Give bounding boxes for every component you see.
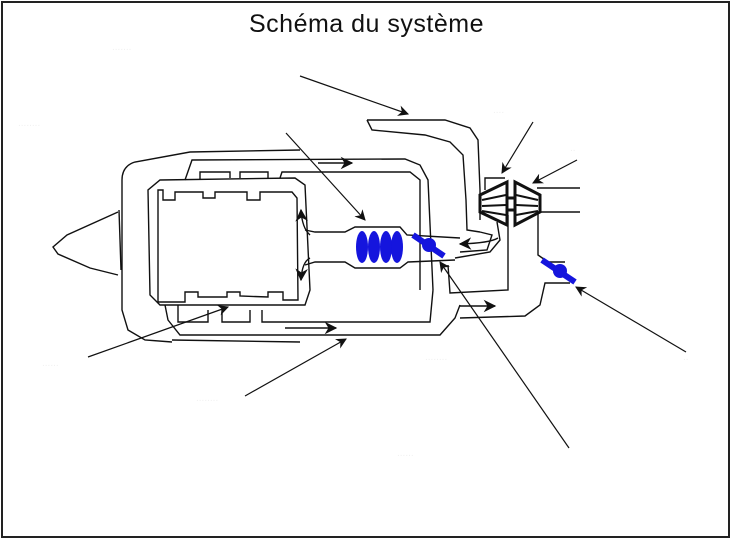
label-left-upper: ........ [18,118,41,129]
exhaust-outlet-upper [537,212,565,263]
top-channel [184,158,434,291]
flow-arrow-up [295,208,311,236]
upper-intake-pipe [366,119,481,233]
callout-turbo-top [501,121,534,174]
turbocharger-icon [478,179,542,228]
throttle-valve-2-icon [540,257,577,285]
casing-bottom [171,339,301,343]
flow-arrow-down [295,257,311,282]
label-bottom-center: ...... [397,448,414,459]
top-tabs [199,171,421,290]
nose-cone-icon [52,211,119,276]
exhaust-pipe [447,215,509,294]
exhaust-outlet-lower [459,282,570,319]
turbo-inlet [484,177,505,190]
throttle-valve-1-icon [411,232,446,259]
diagram-title: Schéma du système [249,10,484,38]
intercooler-icon [356,231,403,263]
label-left-lower: ...... [42,358,59,369]
callout-turbo-right [532,159,578,184]
turbine-blades [481,194,539,216]
bottom-tabs [177,289,434,323]
callout-valve-2 [575,286,687,353]
intake-duct [304,226,461,239]
label-right: .. [683,352,689,363]
outer-casing [121,149,301,343]
callout-engine [87,305,230,358]
compressor-outlet-outer [454,221,501,259]
callout-intake [299,75,410,116]
flow-arrow-compressor [458,237,499,250]
engine-block-outer [147,177,311,306]
label-turbo-right: .. [570,143,576,154]
label-turbo-top: .... [493,105,505,116]
label-bottom-middle: ........ [425,352,448,363]
compressor-outlet [459,231,493,253]
callout-intercooler [285,132,366,221]
nose-divider [118,209,122,271]
engine-block-icon [157,189,299,303]
callout-valve-1 [439,261,570,449]
callout-bottom [244,338,347,397]
label-top: ....... [112,42,132,53]
intake-duct-lower [304,259,456,269]
label-bottom-left: ........ [196,393,219,404]
bottom-channel [164,304,461,336]
